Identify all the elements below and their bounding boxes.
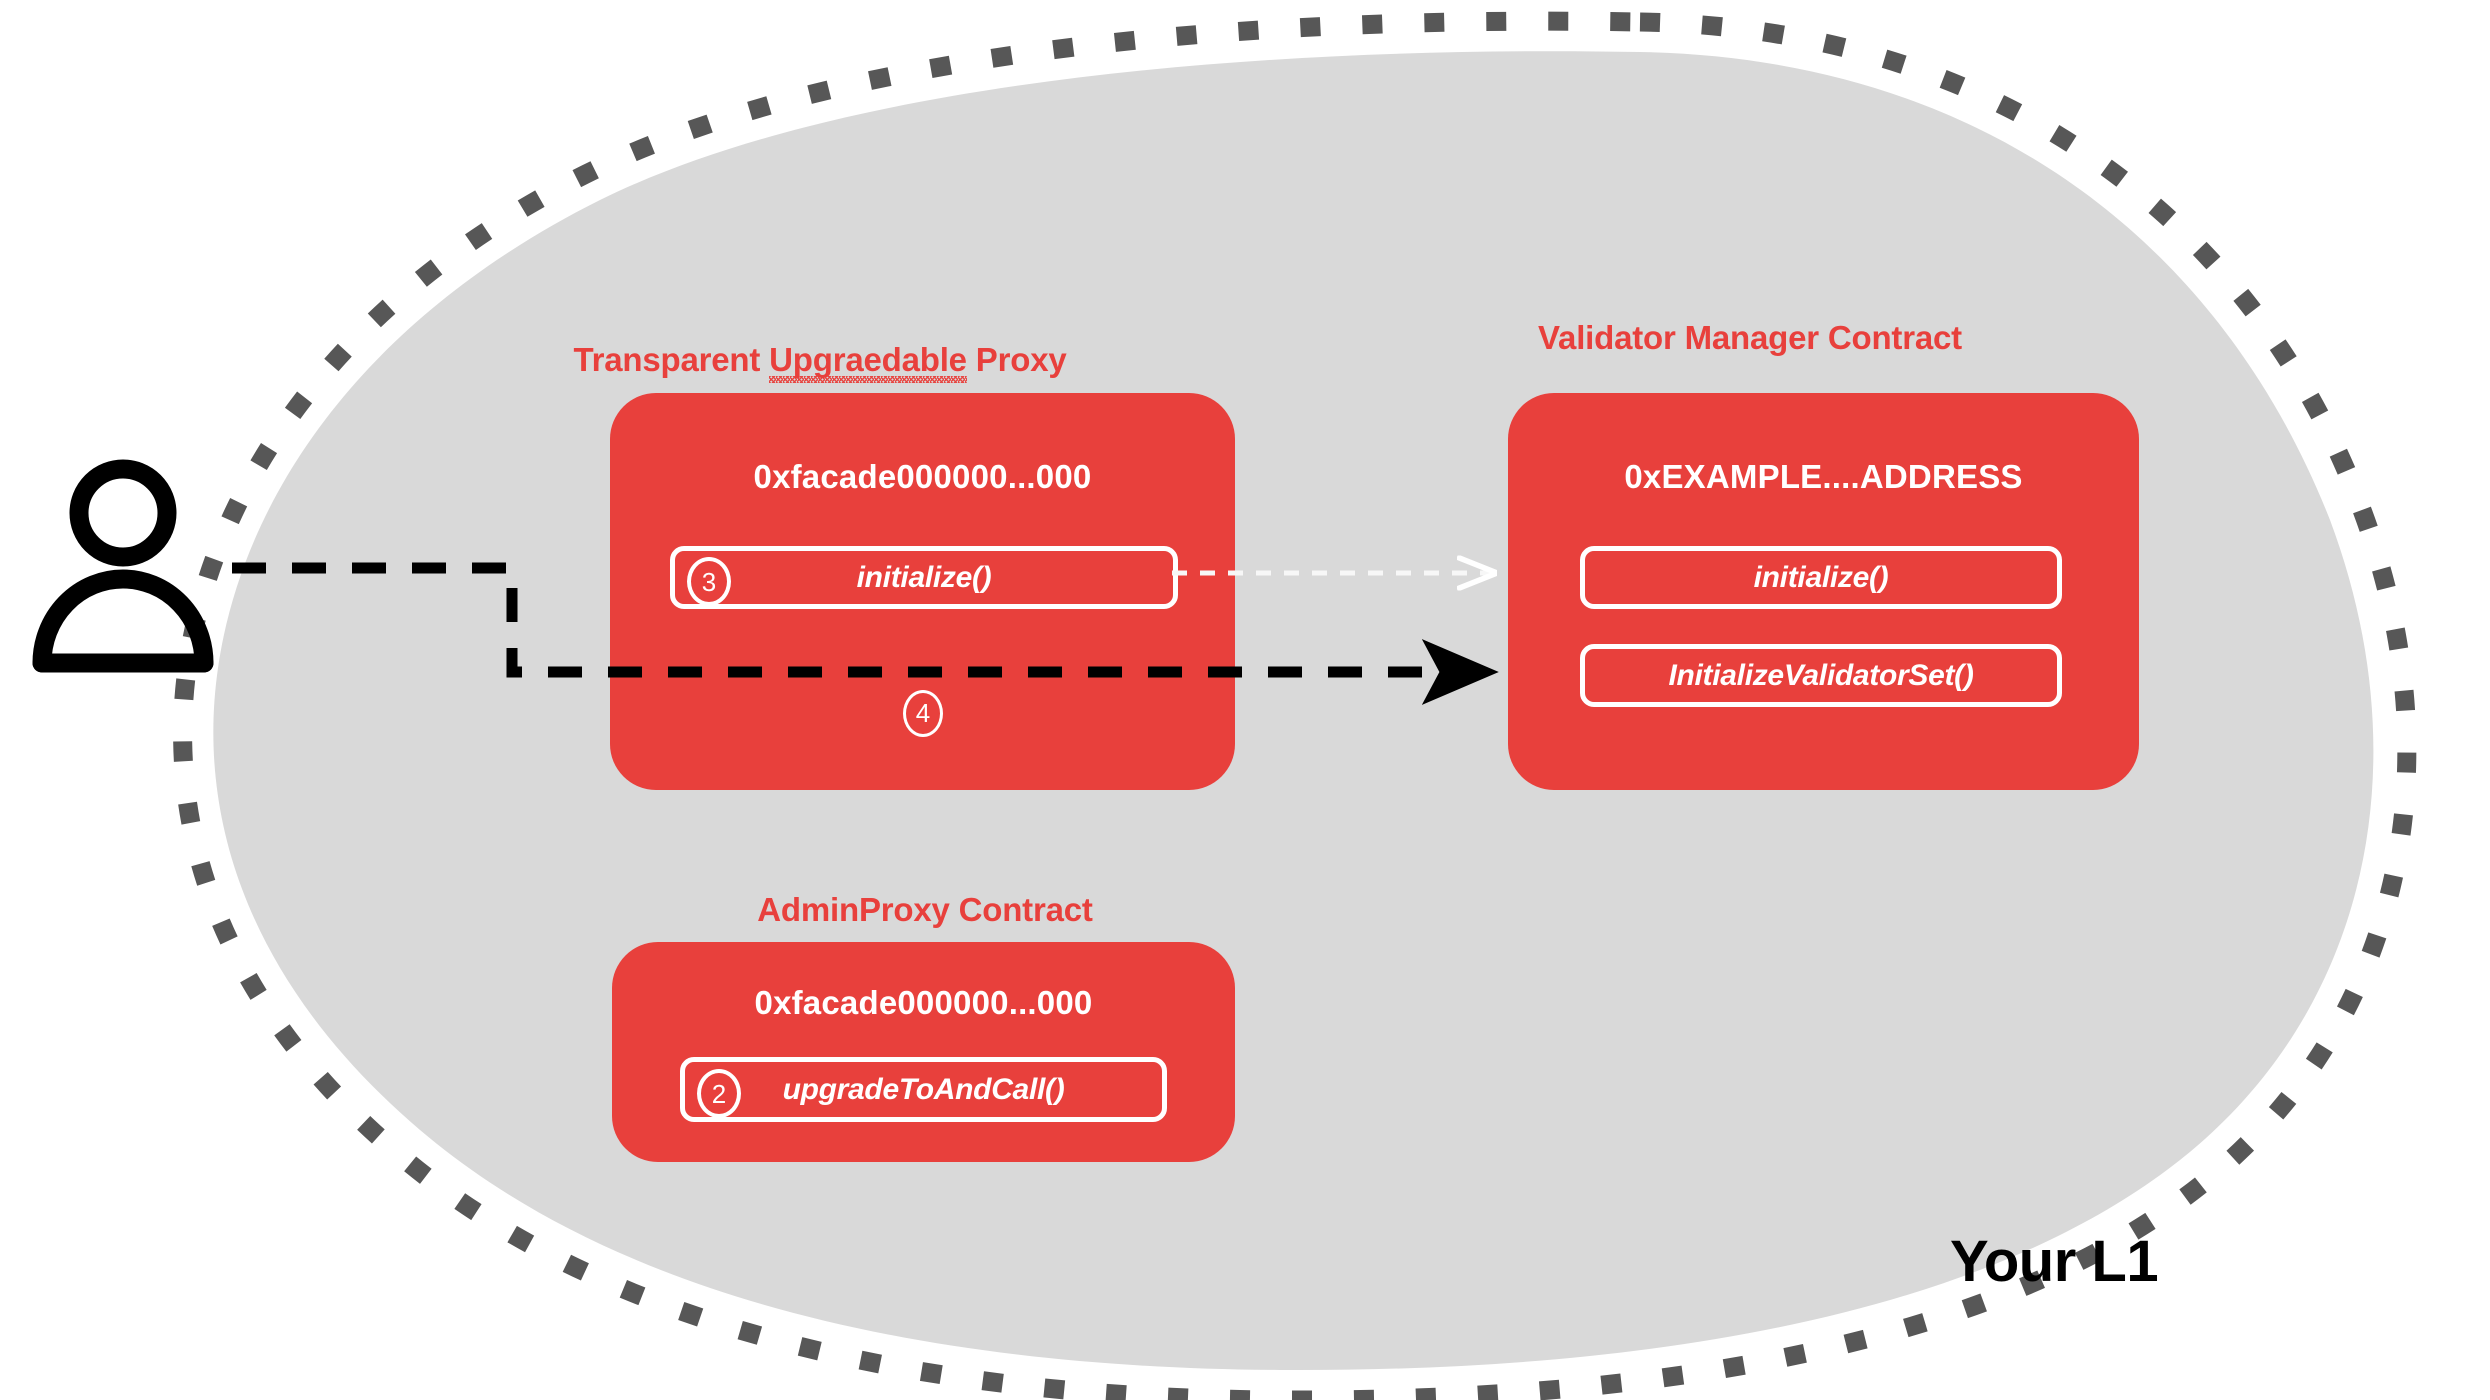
admin-proxy-contract-title: AdminProxy Contract (757, 891, 1093, 928)
step-badge-4-anchor (568, 0, 574, 6)
region-label-your-l1: Your L1 (1950, 1229, 2159, 1294)
vm-method-initialize-validator-set-label: InitializeValidatorSet() (1668, 658, 1974, 692)
validator-manager-contract-title: Validator Manager Contract (1538, 319, 1962, 356)
proxy-method-initialize-label: initialize() (856, 560, 992, 594)
user-person-icon (32, 459, 214, 673)
step-badge-4: 4 (903, 690, 943, 737)
validator-manager-contract-box[interactable]: 0xEXAMPLE....ADDRESS initialize() Initia… (1508, 393, 2139, 790)
step-badge-3: 3 (687, 557, 731, 606)
proxy-title-part-3: Proxy (966, 341, 1067, 378)
proxy-title-part-1: Transparent (573, 341, 770, 378)
step-badge-2: 2 (697, 1069, 741, 1118)
proxy-method-initialize[interactable]: 3 initialize() (670, 546, 1178, 609)
vm-method-initialize-validator-set[interactable]: InitializeValidatorSet() (1580, 644, 2062, 707)
admin-proxy-address: 0xfacade000000...000 (754, 984, 1093, 1021)
proxy-contract-address: 0xfacade000000...000 (753, 458, 1092, 495)
vm-method-initialize-label: initialize() (1753, 560, 1889, 594)
vm-method-initialize[interactable]: initialize() (1580, 546, 2062, 609)
validator-manager-address: 0xEXAMPLE....ADDRESS (1624, 458, 2023, 495)
admin-proxy-method-label: upgradeToAndCall() (782, 1072, 1065, 1106)
proxy-title-misspelled-word: Upgraedable (769, 341, 967, 383)
admin-proxy-method-upgrade-to-and-call[interactable]: 2 upgradeToAndCall() (680, 1057, 1167, 1122)
admin-proxy-contract-box[interactable]: 0xfacade000000...000 2 upgradeToAndCall(… (612, 942, 1235, 1162)
